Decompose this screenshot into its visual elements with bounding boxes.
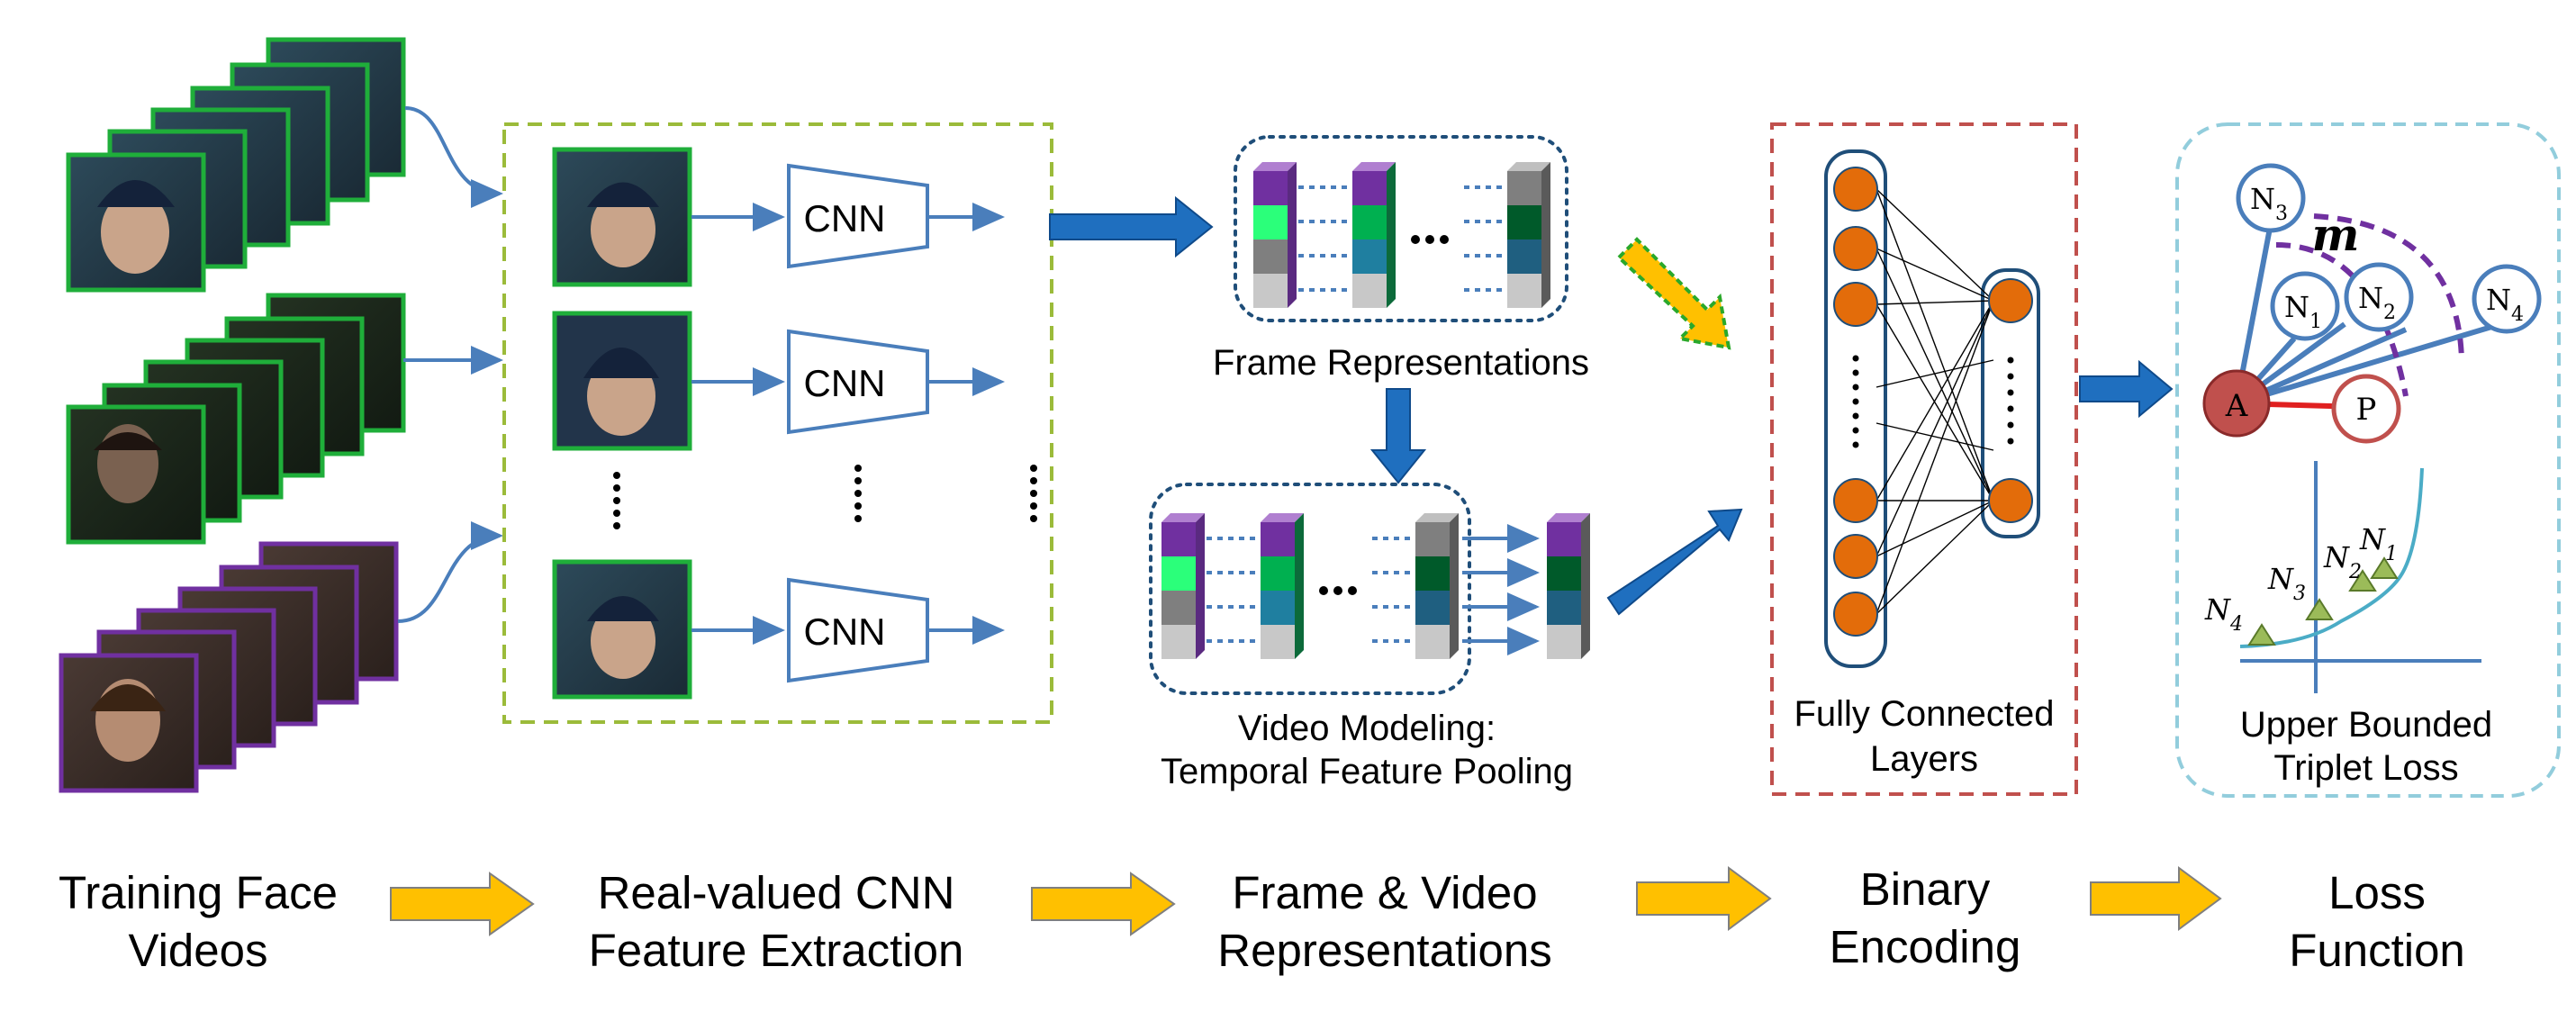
loss-box — [2175, 122, 2561, 798]
pooling-feature-columns — [1161, 513, 1590, 659]
pipeline-arrow-3 — [1636, 866, 1772, 931]
loss-curve-graph — [2239, 461, 2481, 693]
stage-5-line2: Function — [2289, 925, 2465, 976]
pipeline-arrow-2 — [1031, 872, 1176, 936]
margin-symbol: m — [2312, 208, 2360, 261]
stage-2-line1: Real-valued CNN — [597, 867, 955, 918]
input-connectors — [397, 106, 503, 623]
binary-encoding-box — [1770, 122, 2078, 796]
cnn-row-3 — [552, 559, 1005, 700]
stage-5-line1: Loss — [2328, 867, 2426, 918]
video-stack-2 — [66, 293, 406, 545]
negative-label-n2: N2 — [2358, 281, 2396, 324]
stage-4-line2: Encoding — [1829, 921, 2021, 972]
video-modeling-line1: Video Modeling: — [1238, 709, 1496, 748]
loss-caption-line1: Upper Bounded — [2240, 705, 2492, 745]
negative-label-n3: N3 — [2250, 182, 2288, 225]
arrow-yellow-diagonal — [1616, 237, 1731, 350]
fc-label-line1: Fully Connected — [1794, 694, 2054, 734]
vertical-ellipsis — [613, 465, 1037, 529]
feature-extraction-box — [502, 122, 1053, 724]
video-stack-1 — [66, 37, 406, 293]
negative-nodes — [2236, 163, 2542, 341]
anchor-label: A — [2225, 388, 2248, 424]
fc-layer-right — [1981, 268, 2040, 538]
frame-feature-columns — [1253, 162, 1550, 308]
graph-label-n3: N3 — [2267, 562, 2306, 605]
arrow-down-to-pooling — [1369, 388, 1427, 484]
stage-1-line1: Training Face — [59, 867, 338, 918]
stage-frame-video-representations: Frame & Video Representations — [1196, 864, 1574, 980]
positive-label: P — [2356, 392, 2377, 428]
cnn-row-1 — [552, 147, 1005, 287]
fc-connections — [1876, 188, 1994, 615]
cnn-row-2 — [552, 311, 1005, 451]
cnn-label-3: CNN — [804, 610, 886, 653]
negative-label-n1: N1 — [2284, 290, 2322, 333]
positive-node — [2331, 374, 2401, 444]
video-stack-3 — [59, 541, 399, 793]
stage-1-line2: Videos — [128, 925, 268, 976]
stage-training-face-videos: Training Face Videos — [9, 864, 387, 980]
cnn-label-1: CNN — [804, 197, 886, 239]
loss-caption-line2: Triplet Loss — [2273, 748, 2458, 788]
fc-nodes — [1833, 167, 2033, 637]
stage-3-line1: Frame & Video — [1232, 867, 1538, 918]
arrow-to-frames — [1049, 195, 1214, 258]
negative-label-n4: N4 — [2486, 283, 2524, 326]
frame-representations-box — [1234, 135, 1568, 322]
cnn-label-2: CNN — [804, 362, 886, 404]
frame-representations-label: Frame Representations — [1213, 343, 1589, 383]
pipeline-arrow-1 — [390, 872, 535, 936]
graph-label-n4: N4 — [2204, 592, 2243, 636]
fc-layer-left — [1824, 149, 1887, 668]
fc-label-line2: Layers — [1870, 739, 1978, 779]
stage-binary-encoding: Binary Encoding — [1736, 861, 2114, 976]
stage-3-line2: Representations — [1217, 925, 1552, 976]
margin-arc-outer — [2313, 213, 2464, 361]
arrow-blue-diagonal — [1606, 508, 1743, 616]
stage-4-line1: Binary — [1859, 863, 1991, 915]
video-modeling-box — [1149, 483, 1471, 695]
fc-ellipsis — [1852, 355, 2014, 448]
stage-2-line2: Feature Extraction — [588, 925, 964, 976]
stage-loss-function: Loss Function — [2188, 864, 2566, 980]
pipeline-arrows — [390, 866, 2222, 936]
pipeline-arrow-4 — [2090, 866, 2222, 931]
graph-label-n2: N2 — [2323, 540, 2362, 583]
anchor-node — [2202, 369, 2271, 438]
video-modeling-line2: Temporal Feature Pooling — [1161, 752, 1573, 791]
stage-feature-extraction: Real-valued CNN Feature Extraction — [587, 864, 965, 980]
arrow-to-loss — [2079, 359, 2174, 419]
graph-label-n1: N1 — [2359, 522, 2398, 565]
